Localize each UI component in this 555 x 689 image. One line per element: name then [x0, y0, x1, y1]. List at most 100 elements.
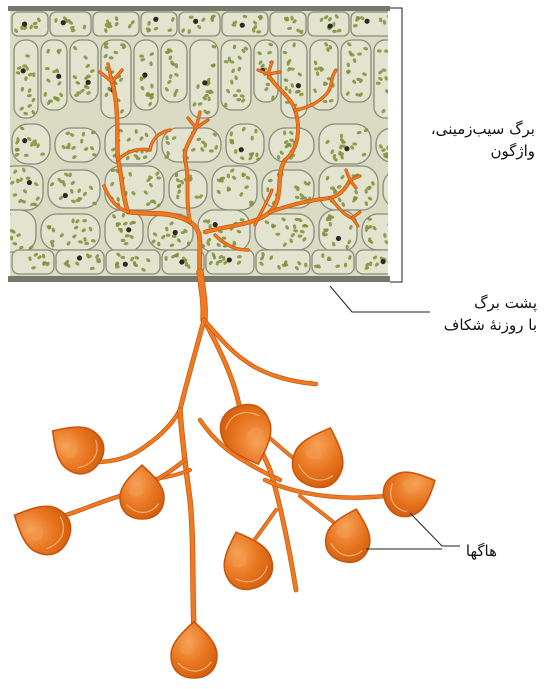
hypha-outline	[96, 410, 180, 462]
spongy-cell	[105, 210, 143, 252]
chloroplast	[398, 194, 404, 199]
chloroplast	[389, 263, 394, 267]
chloroplast	[411, 130, 417, 135]
chloroplast	[388, 99, 393, 105]
spongy-cell	[376, 128, 435, 162]
spongy-cell	[0, 166, 43, 210]
leaf-back-label-line-1: پشت برگ	[444, 292, 537, 314]
chloroplast	[410, 192, 414, 197]
nucleus	[296, 83, 301, 88]
sporangium-highlight	[129, 487, 143, 497]
nucleus	[22, 22, 27, 27]
leaf-bracket-line	[390, 8, 402, 282]
leaf-back-label: پشت برگ با روزنهٔ شکاف	[444, 292, 537, 336]
chloroplast	[0, 233, 3, 239]
cell-wall	[106, 250, 160, 274]
nucleus	[86, 80, 91, 85]
nucleus	[173, 230, 178, 235]
leaf-label-line-1: برگ سیب‌زمینی،	[431, 118, 535, 140]
mesophyll-cells	[0, 12, 435, 274]
hypha	[96, 410, 180, 462]
spongy-cell	[0, 210, 36, 252]
spongy-cell	[48, 170, 100, 208]
palisade-cell	[190, 40, 218, 118]
sporangium	[39, 412, 112, 482]
nucleus	[336, 236, 341, 241]
epidermis-cell	[12, 12, 48, 36]
cell-wall	[319, 124, 371, 164]
chloroplast	[0, 229, 2, 235]
chloroplast	[189, 16, 194, 19]
nucleus	[193, 19, 198, 24]
cell-wall	[312, 250, 354, 274]
cell-wall	[0, 210, 36, 252]
sporangia-group	[4, 398, 444, 678]
chloroplast	[425, 141, 428, 146]
nucleus	[240, 23, 245, 28]
spongy-cell	[226, 124, 264, 164]
nucleus	[213, 222, 218, 227]
nucleus	[27, 180, 32, 185]
chloroplast	[403, 151, 409, 156]
chloroplast	[344, 263, 347, 268]
cell-wall	[141, 12, 177, 36]
sporangium-highlight	[180, 644, 195, 654]
cell-wall	[161, 40, 187, 102]
chloroplast	[394, 139, 398, 144]
chloroplast	[2, 169, 6, 174]
nucleus	[126, 227, 131, 232]
lower-epidermis-cell	[12, 250, 54, 274]
palisade-cell	[41, 40, 67, 110]
nucleus	[344, 146, 349, 151]
palisade-cell	[70, 40, 98, 102]
epidermis-cell	[50, 12, 91, 36]
chloroplast	[406, 146, 411, 149]
leaf-label-line-2: واژگون	[431, 140, 535, 162]
spongy-cell	[55, 128, 100, 162]
epidermis-cell	[308, 12, 349, 36]
epidermis-cell	[351, 12, 397, 36]
cell-wall	[105, 124, 157, 164]
nucleus	[227, 257, 232, 262]
chloroplast	[1, 199, 4, 204]
epidermis-cell	[270, 12, 306, 36]
leaf-label: برگ سیب‌زمینی، واژگون	[431, 118, 535, 162]
chloroplast	[321, 253, 324, 258]
palisade-cell	[341, 40, 371, 102]
sporangium	[321, 503, 377, 566]
chloroplast	[423, 148, 429, 153]
nucleus	[56, 74, 61, 79]
chloroplast	[388, 67, 392, 72]
chloroplast	[394, 176, 400, 181]
sporangia-leader-line-1	[410, 513, 460, 546]
chloroplast	[388, 227, 394, 232]
cell-wall	[221, 40, 251, 110]
palisade-cell	[134, 40, 158, 110]
spongy-cell	[12, 124, 50, 164]
chloroplast	[388, 175, 393, 179]
sporangium	[4, 494, 78, 562]
nucleus	[397, 192, 402, 197]
chloroplast	[395, 221, 401, 227]
cell-wall	[41, 40, 67, 110]
chloroplast	[412, 189, 418, 194]
epidermis-cell	[141, 12, 177, 36]
leaf-cross-section	[0, 6, 435, 282]
hypha	[180, 320, 204, 410]
spongy-cell	[41, 214, 100, 250]
cell-wall	[356, 250, 404, 274]
sporangium	[286, 419, 354, 494]
nucleus	[142, 72, 147, 77]
cell-wall	[0, 166, 43, 210]
nucleus	[202, 80, 207, 85]
chloroplast	[6, 243, 9, 248]
chloroplast	[424, 146, 430, 151]
lower-epidermis-cell	[106, 250, 160, 274]
chloroplast	[209, 149, 214, 152]
chloroplast	[418, 139, 424, 144]
chloroplast	[389, 16, 394, 20]
lower-epidermis-cell	[256, 250, 310, 274]
nucleus	[21, 68, 26, 73]
nucleus	[364, 19, 369, 24]
spongy-cell	[255, 214, 314, 250]
